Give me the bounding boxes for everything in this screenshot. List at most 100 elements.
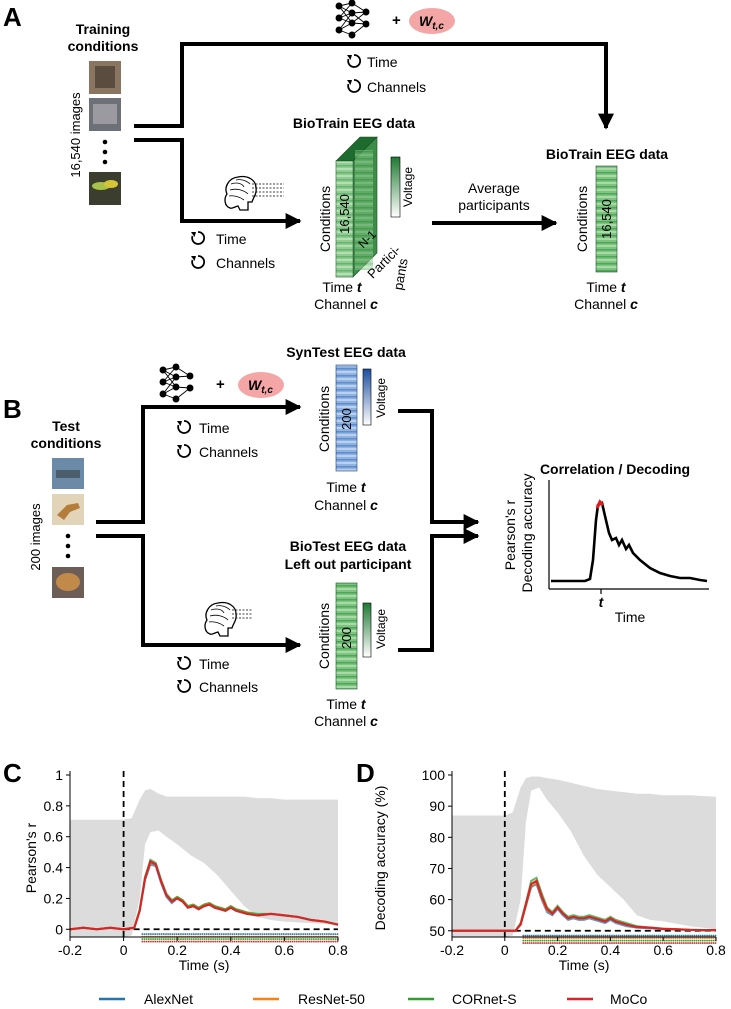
chart-c-sig-dot [220,940,223,943]
chart-c-sig-dot [235,933,238,935]
chart-d-sig-dot [539,937,541,939]
chart-d-x-tick-label: -0.2 [440,942,464,958]
chart-d-sig-dot [611,939,613,942]
chart-d-sig-dot [615,942,618,944]
chart-c-sig-dot [315,940,317,943]
chart-d-sig-dot [585,942,588,944]
chart-c-sig-dot [308,940,311,943]
chart-d-sig-dot [625,934,628,937]
chart-d-sig-dot [689,939,691,942]
chart-d-sig-dot [617,934,620,937]
chart-d-sig-dot [636,939,639,942]
chart-d-sig-dot [528,937,531,939]
chart-c-sig-dot [167,938,169,940]
chart-d-sig-dot [630,939,632,942]
chart-c-sig-dot [160,938,163,940]
biotrain-time-t: Time t [322,279,362,295]
chart-c-sig-dot [238,938,240,940]
chart-d-sig-dot [689,934,691,937]
chart-c-sig-dot [195,940,197,943]
chart-c-sig-dot [265,940,268,943]
chart-c-sig-dot [242,933,244,935]
chart-d-sig-dot [649,942,651,944]
voltage-label-a: Voltage [401,167,415,207]
time-loop-icon-b [176,656,192,670]
chart-d-sig-dot [628,937,630,939]
chart-c-sig-dot [257,933,259,935]
chart-d-sig-dot [600,939,603,942]
chart-d-sig-dot [552,939,554,942]
chart-d-sig-dot [568,939,571,942]
chart-c-sig-dot [218,933,221,935]
channels-loop-label-b-top: Channels [199,444,258,460]
chart-d-sig-dot [613,937,615,939]
chart-c-sig-dot [291,938,294,940]
chart-d-sig-dot [670,942,672,944]
biotest-channel-c: Channel c [314,713,378,729]
chart-c-sig-dot [293,938,296,940]
arrow-syntest-path [96,399,302,524]
chart-d-significance-row-0 [522,934,717,937]
chart-c-sig-dot [325,933,328,935]
chart-c-sig-dot [259,940,262,943]
chart-d-sig-dot [526,934,529,937]
chart-d-sig-dot [647,934,649,937]
chart-d-sig-dot [653,937,656,939]
chart-c-sig-dot [169,933,172,935]
chart-d-sig-dot [590,937,592,939]
chart-c-sig-dot [173,938,176,940]
chart-d-y-tick-label: 90 [429,798,445,814]
chart-d-sig-dot [704,937,706,939]
chart-c-sig-dot [278,940,281,943]
chart-d-sig-dot [609,942,611,944]
chart-d-sig-dot [611,934,613,937]
chart-d-sig-dot [710,937,713,939]
chart-d-sig-dot [564,937,567,939]
chart-c-sig-dot [175,938,178,940]
chart-d-sig-dot [533,937,535,939]
chart-c-sig-dot [274,940,277,943]
chart-c-sig-dot [180,933,182,935]
chart-d-sig-dot [678,937,681,939]
chart-d-sig-dot [710,942,713,944]
biotrain-avg-matrix [595,165,618,273]
biotrain-cube [335,136,378,278]
chart-d-sig-dot [615,937,618,939]
chart-d-sig-dot [558,937,560,939]
time-loop-label-b: Time [199,656,230,672]
chart-c-sig-dot [261,940,264,943]
chart-d-sig-dot [659,934,662,937]
chart-d-sig-dot [682,934,685,937]
chart-c-sig-dot [203,940,206,943]
chart-c-sig-dot [171,938,174,940]
chart-c-sig-dot [178,933,180,935]
chart-d-sig-dot [687,934,689,937]
chart-d-sig-dot [636,942,639,944]
chart-d-sig-dot [558,939,560,942]
chart-d-sig-dot [526,942,529,944]
chart-d-sig-dot [655,934,658,937]
chart-d-x-tick-label: 0.2 [548,942,568,958]
chart-c-sig-dot [304,940,307,943]
chart-c-sig-dot [323,938,326,940]
chart-c-sig-dot [336,940,339,943]
chart-d-sig-dot [562,939,565,942]
chart-c-sig-dot [223,940,225,943]
training-title-2: conditions [68,38,139,54]
chart-c-sig-dot [195,933,197,935]
chart-d-sig-dot [554,939,556,942]
chart-d-sig-dot [668,939,670,942]
chart-c-sig-dot [225,938,227,940]
chart-d-sig-dot [642,942,645,944]
chart-d-sig-dot [712,937,715,939]
chart-d-sig-dot [549,937,552,939]
chart-d-sig-dot [666,939,668,942]
chart-c-sig-dot [175,933,178,935]
corr-ylabel-1: Pearson's r [502,499,518,570]
time-loop-icon-a-top [346,54,362,68]
chart-d-sig-dot [611,942,613,944]
chart-d-sig-dot [524,937,527,939]
chart-d-sig-dot [674,937,677,939]
chart-c-sig-dot [270,940,272,943]
chart-d-sig-dot [545,942,548,944]
